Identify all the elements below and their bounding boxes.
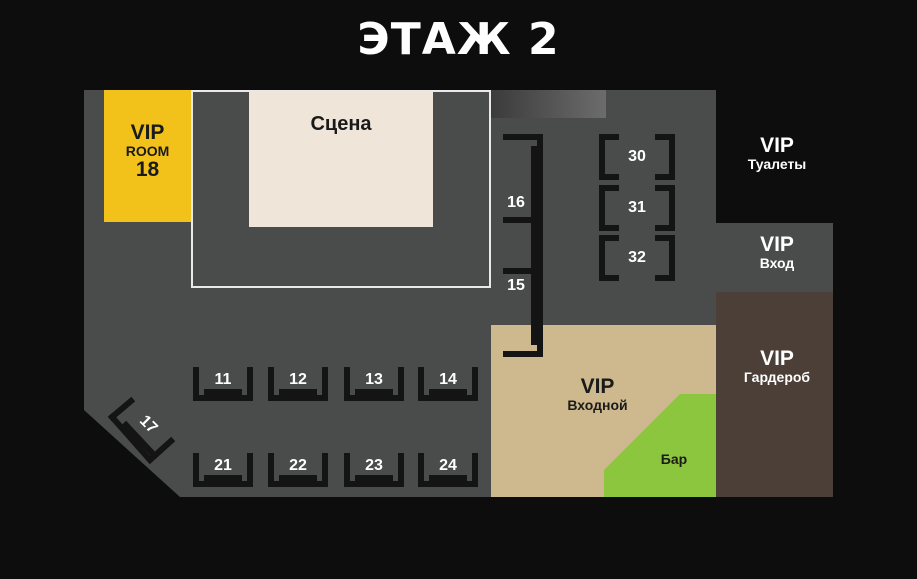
floor-title: ЭТАЖ 2 bbox=[357, 14, 560, 65]
vip-entry-hall-line1: VIP bbox=[580, 375, 615, 398]
table-23-booth[interactable] bbox=[344, 453, 404, 487]
bar-area[interactable] bbox=[604, 394, 716, 497]
table-32[interactable]: 32 bbox=[628, 249, 646, 266]
vip-room-line1: VIP bbox=[130, 121, 165, 144]
table-22[interactable]: 22 bbox=[289, 457, 307, 474]
table-14-booth[interactable] bbox=[418, 367, 478, 401]
table-13-booth[interactable] bbox=[344, 367, 404, 401]
vip-entrance-line2: Вход bbox=[759, 255, 795, 272]
table-21[interactable]: 21 bbox=[214, 457, 232, 474]
vip-entrance-label: VIP Вход bbox=[730, 233, 824, 272]
table-23[interactable]: 23 bbox=[365, 457, 383, 474]
table-12[interactable]: 12 bbox=[289, 371, 307, 388]
table-32-right[interactable] bbox=[655, 235, 675, 281]
stage-label: Сцена bbox=[310, 113, 372, 135]
table-24-booth[interactable] bbox=[418, 453, 478, 487]
table-17-seat[interactable] bbox=[121, 420, 159, 460]
vip-entrance-line1: VIP bbox=[760, 233, 794, 256]
vip-room-label: VIP ROOM 18 bbox=[104, 121, 191, 181]
table-17-booth[interactable] bbox=[107, 412, 176, 465]
vip-toilets-line1: VIP bbox=[760, 134, 794, 157]
passage-strip bbox=[491, 90, 606, 118]
table-17-top[interactable] bbox=[107, 396, 136, 422]
vip-cloakroom-line2: Гардероб bbox=[743, 369, 811, 386]
table-22-booth[interactable] bbox=[268, 453, 328, 487]
table-31-right[interactable] bbox=[655, 185, 675, 231]
bar-label: Бар bbox=[660, 451, 688, 467]
vip-room-number: 18 bbox=[135, 157, 160, 181]
table-16-booth[interactable] bbox=[503, 134, 543, 274]
vip-room-line2: ROOM bbox=[125, 143, 170, 160]
table-30-right[interactable] bbox=[655, 134, 675, 180]
table-14[interactable]: 14 bbox=[439, 371, 457, 388]
vip-toilets-area bbox=[716, 90, 833, 223]
table-15[interactable]: 15 bbox=[507, 277, 525, 294]
vip-cloakroom-line1: VIP bbox=[760, 347, 794, 370]
table-30-left[interactable] bbox=[599, 134, 619, 180]
table-11-booth[interactable] bbox=[193, 367, 253, 401]
table-12-booth[interactable] bbox=[268, 367, 328, 401]
table-31-left[interactable] bbox=[599, 185, 619, 231]
vip-toilets-line2: Туалеты bbox=[747, 156, 807, 173]
vip-room-18[interactable] bbox=[104, 90, 191, 222]
vip-cloakroom-label: VIP Гардероб bbox=[722, 347, 832, 386]
table-24[interactable]: 24 bbox=[439, 457, 457, 474]
table-13[interactable]: 13 bbox=[365, 371, 383, 388]
stage-area[interactable] bbox=[249, 91, 433, 227]
vip-entry-hall-label: VIP Входной bbox=[530, 375, 665, 414]
vip-entry-hall-line2: Входной bbox=[567, 397, 628, 414]
table-31[interactable]: 31 bbox=[628, 199, 646, 216]
table-30[interactable]: 30 bbox=[628, 148, 646, 165]
vip-cloakroom-area[interactable] bbox=[716, 292, 833, 497]
vip-toilets-label: VIP Туалеты bbox=[730, 134, 824, 173]
table-21-booth[interactable] bbox=[193, 453, 253, 487]
table-15-booth[interactable] bbox=[503, 217, 543, 357]
table-11[interactable]: 11 bbox=[214, 371, 232, 388]
table-16[interactable]: 16 bbox=[507, 194, 525, 211]
table-32-left[interactable] bbox=[599, 235, 619, 281]
